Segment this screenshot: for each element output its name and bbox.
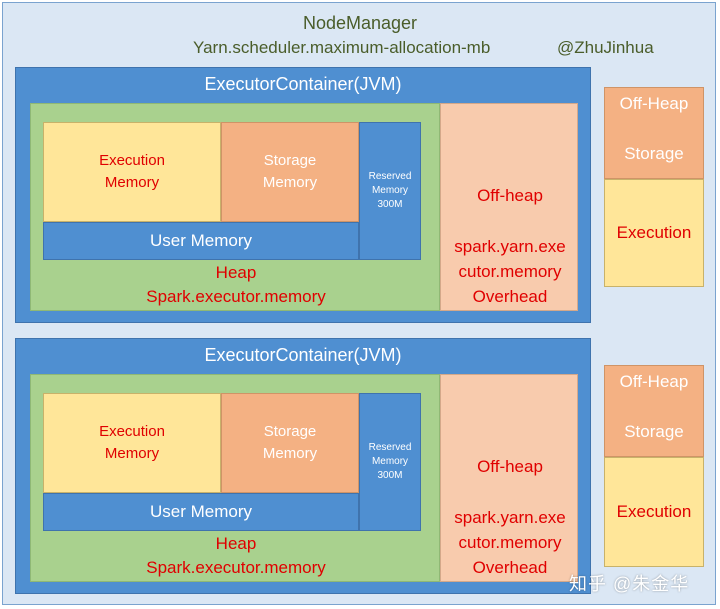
execution-memory: Execution Memory — [43, 122, 221, 222]
offheap-region: Off-heap spark.yarn.exe cutor.memory Ove… — [440, 374, 578, 582]
offheap-setting-line-3: Overhead — [472, 287, 548, 306]
side-offheap-storage-1: Off-Heap Storage — [604, 87, 704, 179]
heap-setting: Spark.executor.memory — [146, 558, 326, 577]
node-manager-subtitle: Yarn.scheduler.maximum-allocation-mb — [193, 38, 491, 57]
reserved-memory: Reserved Memory 300M — [359, 122, 421, 260]
side-execution-2: Execution — [604, 457, 704, 567]
offheap-setting-line-1: spark.yarn.exe — [454, 508, 566, 527]
executor-container-2: ExecutorContainer(JVM) Execution Memory … — [15, 338, 591, 594]
offheap-region: Off-heap spark.yarn.exe cutor.memory Ove… — [440, 103, 578, 311]
heap-setting: Spark.executor.memory — [146, 287, 326, 306]
offheap-title: Off-heap — [477, 186, 543, 205]
user-memory: User Memory — [43, 493, 359, 531]
heap-region: Execution Memory Storage Memory Reserved… — [30, 374, 440, 582]
offheap-setting-line-2: cutor.memory — [458, 533, 562, 552]
heap-label: Heap — [215, 263, 257, 282]
side-offheap-label: Off-Heap — [619, 94, 689, 113]
storage-memory: Storage Memory — [221, 393, 359, 493]
executor-container-1: ExecutorContainer(JVM) Execution Memory … — [15, 67, 591, 323]
heap-region: Execution Memory Storage Memory Reserved… — [30, 103, 440, 311]
side-storage-label: Storage — [624, 144, 684, 163]
heap-label: Heap — [215, 534, 257, 553]
execution-memory: Execution Memory — [43, 393, 221, 493]
user-memory: User Memory — [43, 222, 359, 260]
node-manager-title: NodeManager — [302, 13, 418, 33]
executor-container-title: ExecutorContainer(JVM) — [204, 74, 402, 94]
author-credit: @ZhuJinhua — [557, 38, 654, 57]
offheap-setting-line-3: Overhead — [472, 558, 548, 577]
reserved-memory: Reserved Memory 300M — [359, 393, 421, 531]
side-offheap-label: Off-Heap — [619, 372, 689, 391]
side-offheap-storage-2: Off-Heap Storage — [604, 365, 704, 457]
offheap-setting-line-2: cutor.memory — [458, 262, 562, 281]
side-storage-label: Storage — [624, 422, 684, 441]
watermark: 知乎 @朱金华 — [569, 574, 690, 594]
offheap-title: Off-heap — [477, 457, 543, 476]
storage-memory: Storage Memory — [221, 122, 359, 222]
offheap-setting-line-1: spark.yarn.exe — [454, 237, 566, 256]
executor-container-title: ExecutorContainer(JVM) — [204, 345, 402, 365]
side-execution-1: Execution — [604, 179, 704, 287]
